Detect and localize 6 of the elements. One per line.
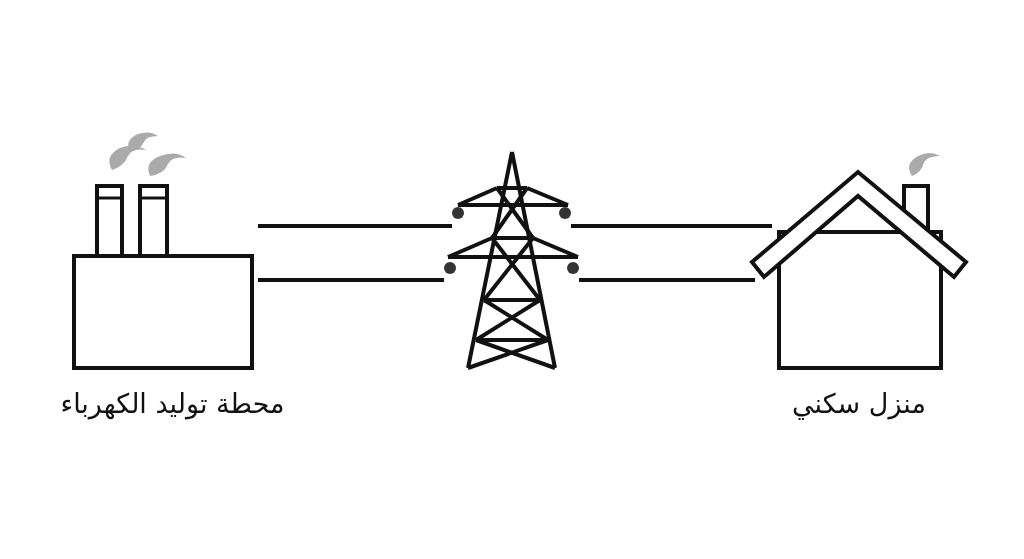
power-line: [571, 224, 772, 228]
power-line: [258, 224, 452, 228]
power-line: [258, 278, 444, 282]
power-line: [579, 278, 755, 282]
caption-text: منزل سكني: [791, 388, 927, 419]
caption-text: محطة توليد الكهرباء: [59, 388, 286, 419]
